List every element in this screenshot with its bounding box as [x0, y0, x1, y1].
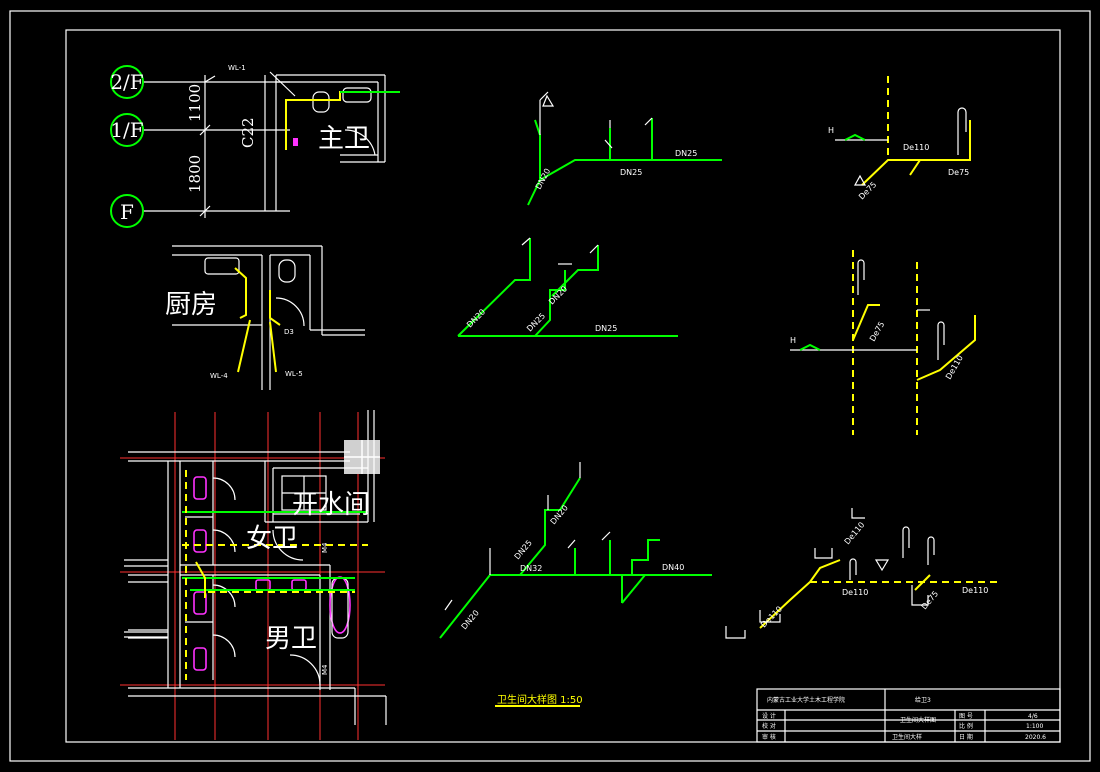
grid-label-2f: 2/F	[110, 70, 143, 94]
pipe-label: De110	[962, 586, 988, 595]
pipe-label: DN20	[547, 284, 569, 306]
public-toilet-plan: 开水间 女卫 男卫 M4 M4	[120, 410, 387, 740]
dim-c22: C22	[239, 117, 257, 148]
pipe-label: DN20	[460, 608, 481, 631]
main-bath-plan: 2/F 1/F F 1100 1800 C22 WL-1 主卫	[110, 64, 400, 228]
pipe-label: DN25	[675, 149, 697, 158]
pipe-label: DN25	[513, 538, 534, 561]
tag-m4-bottom: M4	[321, 664, 329, 675]
pipe-label: De75	[857, 180, 878, 201]
pipe-label: DN20	[465, 307, 487, 329]
tag-m4-top: M4	[321, 542, 329, 553]
pipe-label: DN32	[520, 564, 542, 573]
tb-field-label: 比 例	[959, 722, 973, 730]
dim-1100: 1100	[186, 84, 204, 122]
grid-label-f: F	[120, 200, 134, 224]
tb-row-label: 设 计	[762, 712, 776, 720]
tb-row-label: 校 对	[762, 722, 776, 730]
pipe-label: H	[828, 126, 834, 135]
room-male: 男卫	[265, 624, 317, 654]
drainage-diagram-3: De110 De110 De110 De75 De110	[725, 508, 1000, 639]
pipe-label: De110	[944, 354, 965, 381]
tb-school: 内蒙古工业大学土木工程学院	[767, 696, 845, 704]
tb-field-value: 1:100	[1026, 723, 1043, 730]
tb-row-label: 审 核	[762, 733, 776, 741]
tb-sheet-title: 给卫3	[915, 696, 931, 704]
supply-diagram-2: DN20 DN20 DN25 DN25	[457, 237, 678, 337]
tag-wl1: WL-1	[228, 64, 246, 72]
grid-bubble-f	[110, 194, 144, 228]
pipe-label: DN20	[549, 503, 570, 526]
tag-wl5: WL-5	[285, 370, 303, 378]
pipe-label: De110	[843, 520, 867, 546]
room-female: 女卫	[246, 524, 298, 554]
drawing-caption: 卫生间大样图 1:50	[497, 693, 583, 706]
dim-1800: 1800	[186, 155, 204, 193]
grid-bubble-2f	[110, 65, 144, 99]
tb-field-value: 4/6	[1028, 713, 1038, 720]
supply-diagram-3: DN20 DN25 DN32 DN20 DN40	[439, 462, 712, 639]
tb-field-label: 图 号	[959, 713, 973, 720]
drainage-diagram-1: H De110 De75 De75	[828, 76, 971, 201]
pipe-label: De75	[920, 589, 941, 611]
room-water: 开水间	[292, 490, 370, 520]
pipe-label: DN20	[534, 167, 552, 191]
tag-wl4: WL-4	[210, 372, 228, 380]
tag-d3: D3	[284, 328, 294, 336]
room-kitchen: 厨房	[165, 290, 217, 320]
pipe-label: De75	[868, 320, 886, 343]
pipe-label: DN25	[595, 324, 617, 333]
outer-frame	[9, 10, 1091, 762]
pipe-label: De110	[842, 588, 868, 597]
drainage-diagram-2: H De75 De110	[790, 250, 976, 435]
supply-diagram-1: DN20 DN25 DN25	[527, 91, 722, 206]
tb-cell-note: 卫生间大样	[892, 733, 922, 741]
tb-field-label: 日 期	[959, 733, 973, 741]
drawing-border	[65, 29, 1061, 743]
pipe-label: DN25	[620, 168, 642, 177]
room-main-bath: 主卫	[318, 124, 370, 154]
kitchen-plan: 厨房 D3 WL-4 WL-5	[165, 245, 365, 390]
pipe-label: DN25	[525, 311, 547, 333]
pipe-label: DN40	[662, 563, 684, 572]
grid-bubble-1f	[110, 113, 144, 147]
pipe-label: H	[790, 336, 796, 345]
tb-field-value: 2020.6	[1025, 734, 1046, 741]
pipe-label: De75	[948, 168, 969, 177]
title-block: 内蒙古工业大学土木工程学院 给卫3 设 计 校 对 审 核 卫生间大样图 图 号…	[756, 688, 1061, 743]
grid-label-1f: 1/F	[110, 118, 143, 142]
pipe-label: De110	[903, 143, 929, 152]
tb-drawing-name: 卫生间大样图	[900, 716, 936, 724]
